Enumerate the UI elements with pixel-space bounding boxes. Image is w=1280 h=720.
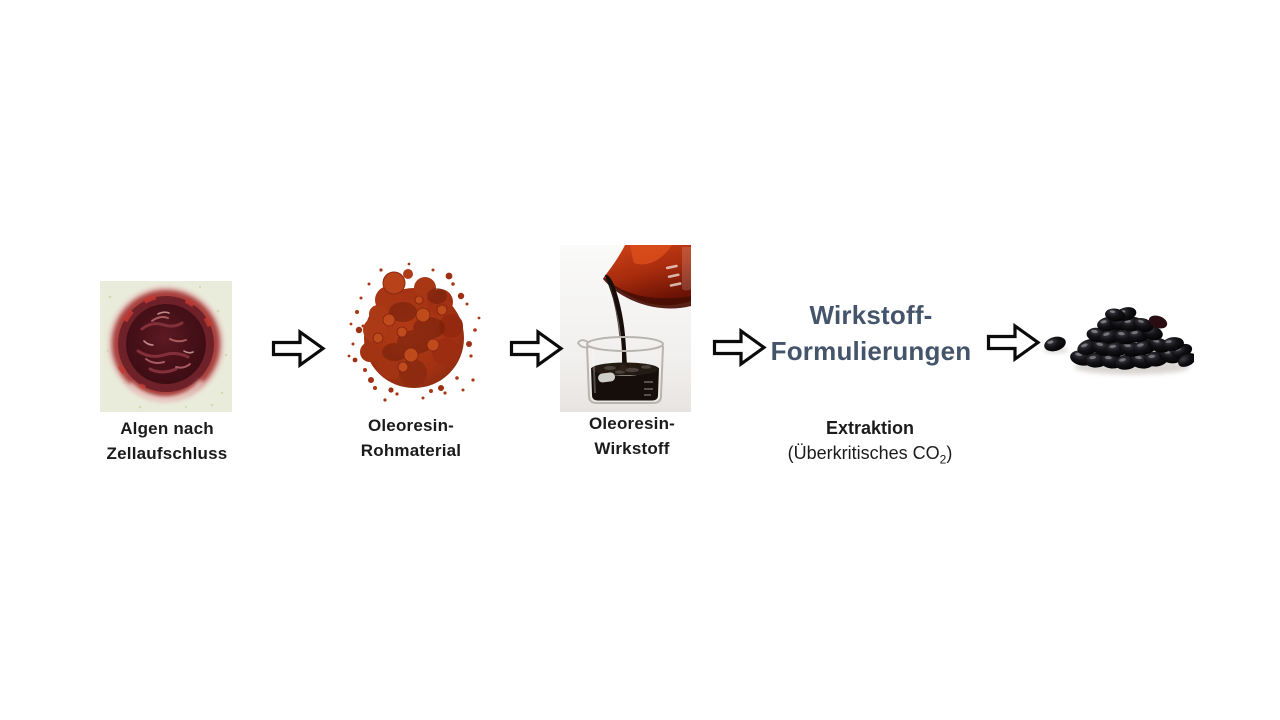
extraction-title: Extraktion	[825, 418, 915, 438]
capsules-photo	[1042, 300, 1194, 380]
caption-line: Oleoresin-	[588, 414, 676, 433]
oleoresin-pouring-photo	[560, 245, 691, 412]
extraction-note: Extraktion (Überkritisches CO2)	[740, 416, 1000, 473]
formulation-heading: Wirkstoff- Formulierungen	[736, 297, 1006, 369]
block-arrow-right-icon	[509, 328, 564, 369]
caption-line: Zellaufschluss	[106, 444, 228, 463]
extraction-detail-close: )	[946, 443, 953, 463]
raw-material-caption: Oleoresin- Rohmaterial	[311, 413, 511, 463]
caption-line: Oleoresin-	[367, 416, 455, 435]
block-arrow-right-icon	[986, 322, 1041, 363]
powder-photo-graphic	[347, 262, 481, 402]
extraction-detail-text: (Überkritisches CO	[787, 443, 940, 463]
algae-photo-graphic	[100, 281, 232, 412]
caption-line: Algen nach	[120, 419, 214, 438]
heading-line: Formulierungen	[770, 336, 972, 366]
block-arrow-right-icon	[712, 327, 767, 368]
algae-caption: Algen nach Zellaufschluss	[67, 416, 267, 466]
capsules-photo-graphic	[1044, 307, 1194, 375]
active-ingredient-caption: Oleoresin- Wirkstoff	[532, 411, 732, 461]
caption-line: Rohmaterial	[360, 441, 462, 460]
extraction-detail: (Überkritisches CO2)	[740, 441, 1000, 473]
co2-subscript: 2	[939, 452, 947, 467]
algae-photo	[100, 281, 232, 412]
heading-line: Wirkstoff-	[809, 300, 933, 330]
beaker-photo-graphic	[560, 245, 691, 412]
caption-line: Wirkstoff	[594, 439, 670, 458]
block-arrow-right-icon	[271, 328, 326, 369]
oleoresin-raw-material-photo	[345, 260, 485, 412]
